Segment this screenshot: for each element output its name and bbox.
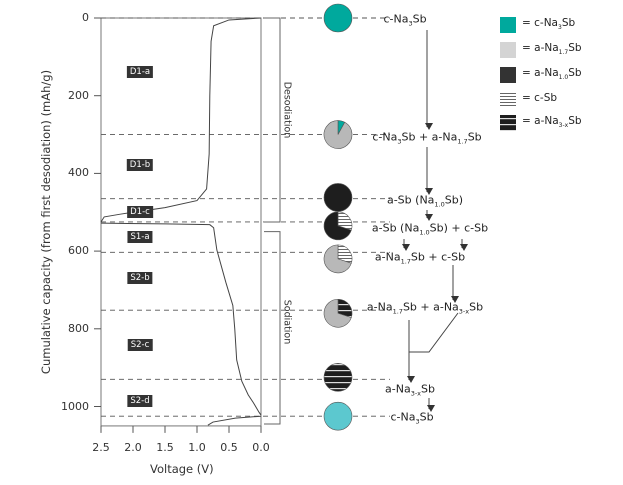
state-label: c-Na3Sb + a-Na1.7Sb	[372, 130, 482, 146]
legend-swatch-c_Na3Sb	[500, 17, 516, 33]
x-tick-label: 1.5	[156, 440, 174, 454]
pie-slice-c_Sb	[337, 244, 353, 264]
x-axis-label: Voltage (V)	[150, 462, 214, 476]
phase-label: S1-a	[127, 231, 153, 244]
y-tick-label: 400	[68, 166, 89, 180]
y-tick-label: 200	[68, 88, 89, 102]
phase-label: D1-a	[126, 66, 154, 79]
curve-second-desodiation	[207, 415, 262, 426]
state-label: c-Na3Sb	[383, 12, 427, 28]
bracket-desodiation-label: Desodiation	[281, 81, 293, 139]
legend-label: = a-Na3-xSb	[522, 115, 582, 129]
curve-sodiation	[100, 222, 262, 416]
state-label: a-Sb (Na1.0Sb) + c-Sb	[371, 221, 489, 237]
pie-slice-a_Na17Sb	[323, 298, 352, 328]
legend-swatch-a_Na17Sb_legend	[500, 42, 516, 58]
state-label: a-Na1.7Sb + a-Na3-xSb	[366, 300, 484, 316]
bracket-desodiation	[264, 17, 281, 223]
y-tick-label: 800	[68, 321, 89, 335]
state-label: a-Na3-xSb	[385, 382, 435, 398]
pie-slice-a_Na10Sb	[323, 183, 353, 212]
y-tick-label: 1000	[61, 399, 89, 413]
x-tick-label: 0.5	[220, 440, 238, 454]
x-tick-label: 2.5	[92, 440, 110, 454]
curve-desodiation	[100, 17, 262, 223]
pie-slice-c_Na3Sb	[323, 3, 353, 33]
state-label: a-Na1.7Sb + c-Sb	[374, 250, 466, 266]
pie-slice-c_Na3Sb_final	[323, 401, 353, 431]
phase-label: S2-c	[127, 339, 153, 352]
x-tick-label: 0.0	[252, 440, 270, 454]
phase-label: D1-c	[127, 206, 153, 219]
phase-label: D1-b	[126, 158, 154, 171]
pie-slice-a_Na17Sb	[323, 244, 352, 274]
y-axis-label: Cumulative capacity (from first desodiat…	[39, 69, 53, 375]
pie-slice-a_Na3xSb	[337, 298, 353, 318]
merge-arrow-line	[409, 312, 459, 353]
pie-slice-a_Na3xSb	[323, 363, 353, 392]
y-tick-label: 0	[82, 11, 89, 24]
legend-label: = c-Na3Sb	[522, 17, 576, 31]
phase-label: S2-b	[127, 272, 153, 285]
bracket-sodiation	[264, 231, 281, 425]
legend-swatch-a_Na10Sb_legend	[500, 67, 516, 83]
legend-swatch-c_Sb	[500, 92, 516, 108]
x-tick-label: 1.0	[188, 440, 206, 454]
pie-slice-a_Na17Sb	[323, 120, 353, 149]
pie-slice-c_Sb	[337, 211, 353, 231]
x-tick-label: 2.0	[124, 440, 142, 454]
pie-slice-a_Na10Sb	[323, 211, 352, 241]
state-label: a-Sb (Na1.0Sb)	[386, 193, 464, 209]
bracket-sodiation-label: Sodiation	[281, 299, 293, 345]
state-label: c-Na3Sb	[390, 410, 434, 426]
legend-label: = c-Sb	[522, 92, 558, 104]
y-tick-label: 600	[68, 244, 89, 258]
legend-label: = a-Na1.7Sb	[522, 42, 582, 56]
legend-label: = a-Na1.0Sb	[522, 67, 582, 81]
legend-swatch-a_Na3xSb	[500, 115, 516, 131]
phase-label: S2-d	[127, 394, 153, 407]
